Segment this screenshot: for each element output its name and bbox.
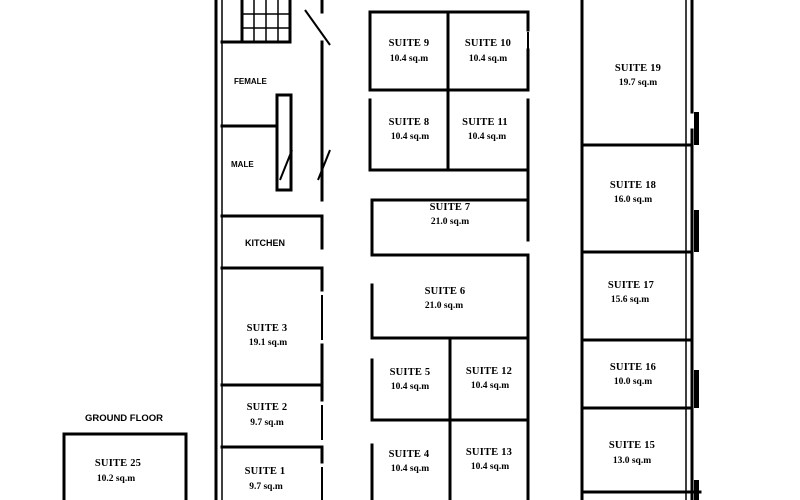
suite-4-name[interactable]: SUITE 4 (389, 449, 430, 460)
suite-11-area: 10.4 sq.m (468, 132, 506, 142)
suite-11-name[interactable]: SUITE 11 (462, 117, 508, 128)
suite-12-area: 10.4 sq.m (471, 381, 509, 391)
suite-10-name[interactable]: SUITE 10 (465, 38, 511, 49)
suite-19-area: 19.7 sq.m (619, 78, 657, 88)
suite-5-name[interactable]: SUITE 5 (390, 367, 431, 378)
suite-3-area: 19.1 sq.m (249, 338, 287, 348)
suite-12-name[interactable]: SUITE 12 (466, 366, 512, 377)
suite-7-name[interactable]: SUITE 7 (430, 202, 471, 213)
suite-8-area: 10.4 sq.m (391, 132, 429, 142)
suite-10-area: 10.4 sq.m (469, 54, 507, 64)
suite-2-area: 9.7 sq.m (250, 418, 284, 428)
suite-16-area: 10.0 sq.m (614, 377, 652, 387)
suite-25-name[interactable]: SUITE 25 (95, 458, 141, 469)
suite-17-name[interactable]: SUITE 17 (608, 280, 654, 291)
suite-6-area: 21.0 sq.m (425, 301, 463, 311)
suite-8-name[interactable]: SUITE 8 (389, 117, 430, 128)
suite-25-area: 10.2 sq.m (97, 474, 135, 484)
suite-16-name[interactable]: SUITE 16 (610, 362, 656, 373)
suite-13-name[interactable]: SUITE 13 (466, 447, 512, 458)
suite-15-area: 13.0 sq.m (613, 456, 651, 466)
suite-2-name[interactable]: SUITE 2 (247, 402, 288, 413)
suite-19-name[interactable]: SUITE 19 (615, 63, 661, 74)
suite-5-area: 10.4 sq.m (391, 382, 429, 392)
suite-6-name[interactable]: SUITE 6 (425, 286, 466, 297)
suite-15-name[interactable]: SUITE 15 (609, 440, 655, 451)
suite-9-area: 10.4 sq.m (390, 54, 428, 64)
room-male-label: MALE (231, 160, 254, 169)
suite-1-name[interactable]: SUITE 1 (245, 466, 286, 477)
left-block-walls (214, 0, 331, 500)
room-kitchen-label: KITCHEN (245, 238, 285, 248)
room-female-label: FEMALE (234, 77, 268, 86)
suite-17-area: 15.6 sq.m (611, 295, 649, 305)
suite-4-area: 10.4 sq.m (391, 464, 429, 474)
floor-label: GROUND FLOOR (85, 413, 163, 424)
suite-13-area: 10.4 sq.m (471, 462, 509, 472)
suite-18-area: 16.0 sq.m (614, 195, 652, 205)
suite-25-walls (62, 432, 188, 500)
suite-9-name[interactable]: SUITE 9 (389, 38, 430, 49)
suite-18-name[interactable]: SUITE 18 (610, 180, 656, 191)
middle-block-walls (368, 10, 530, 500)
suite-1-area: 9.7 sq.m (249, 482, 283, 492)
suite-3-name[interactable]: SUITE 3 (247, 323, 288, 334)
right-block-walls (580, 0, 702, 500)
suite-7-area: 21.0 sq.m (431, 217, 469, 227)
